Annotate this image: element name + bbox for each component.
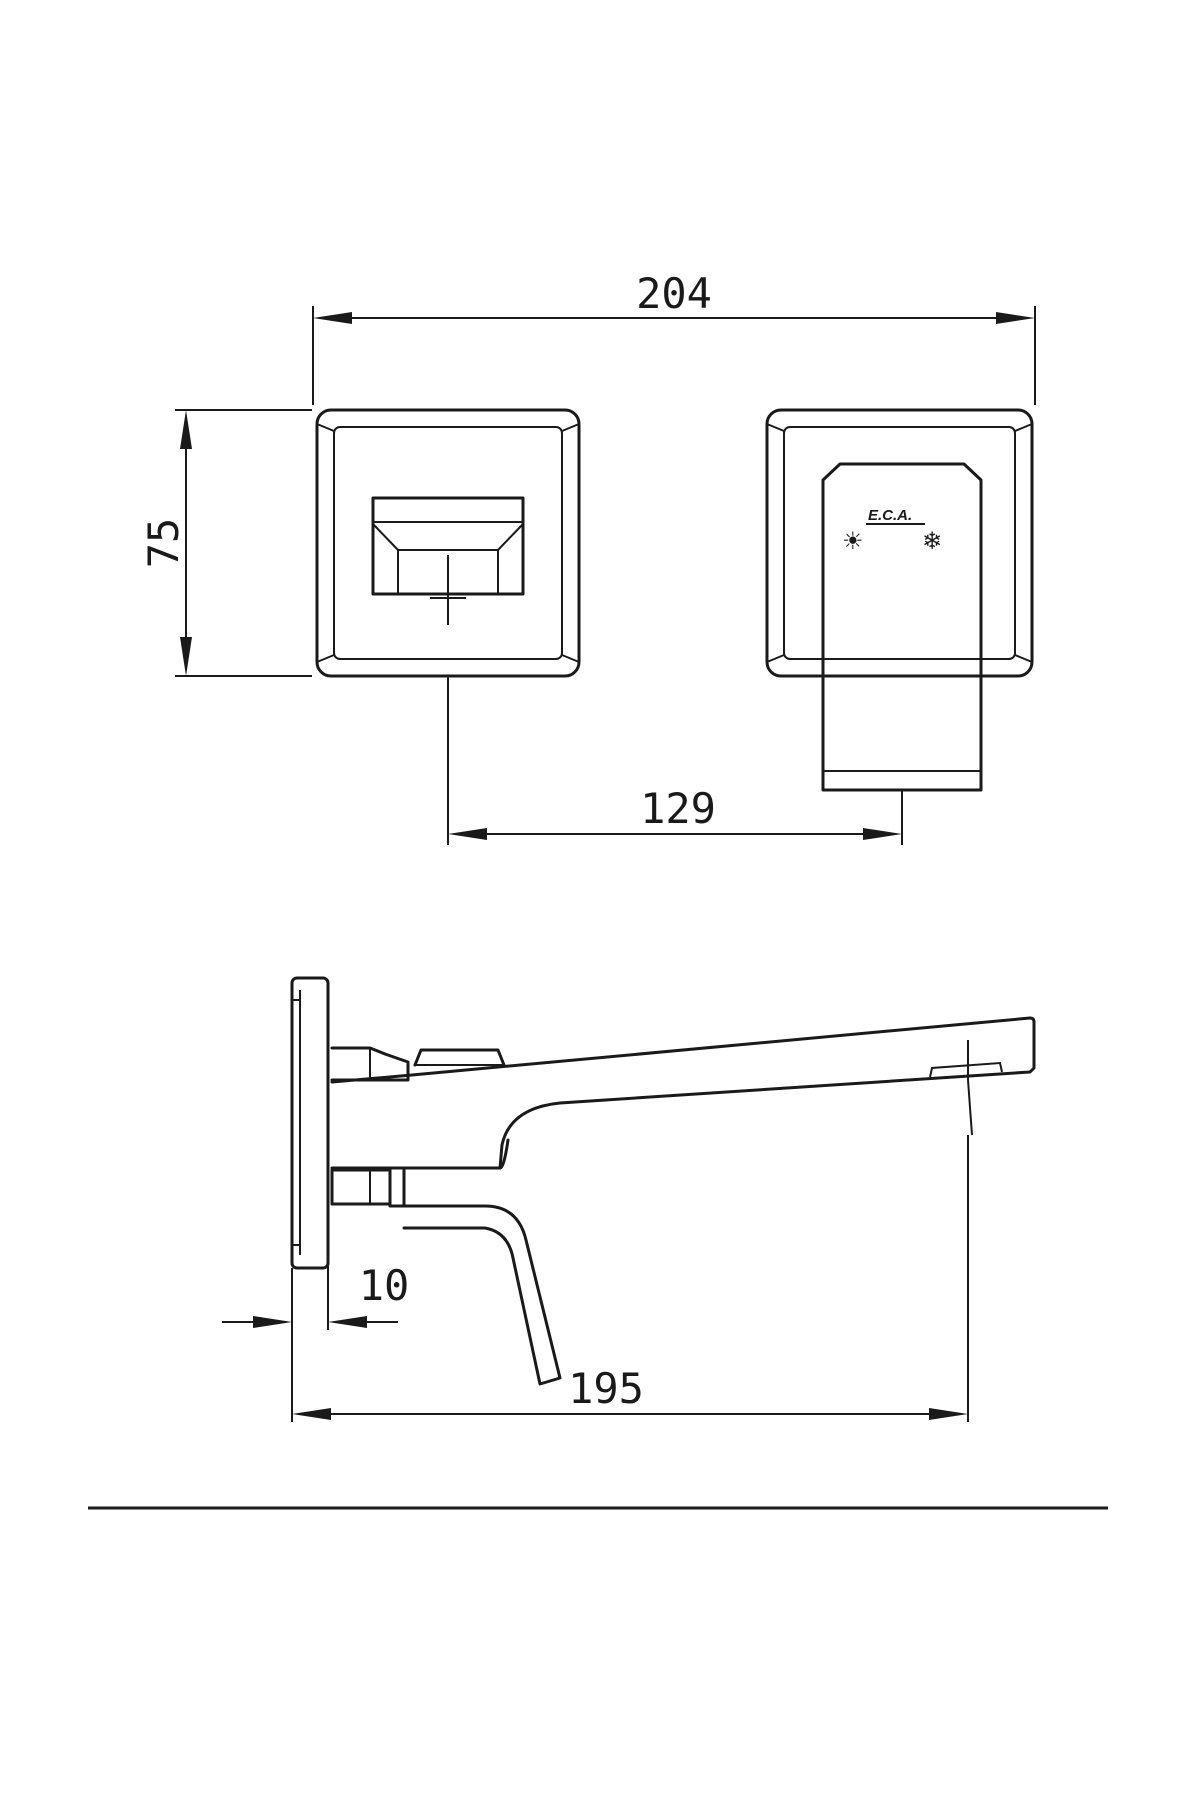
- dimension-label-height: 75: [139, 518, 188, 569]
- front-view: E.C.A. ☀ ❄ 204 75: [139, 269, 1036, 845]
- dimension-plate-thickness: 10: [222, 1210, 409, 1422]
- arrow-icon: [253, 1316, 292, 1328]
- spout-body: [330, 1016, 1036, 1170]
- mixer-lever: [402, 1138, 562, 1386]
- dimension-projection: 195: [292, 1135, 969, 1422]
- arrow-icon: [929, 1408, 968, 1420]
- dimension-label-projection: 195: [568, 1364, 644, 1413]
- right-cover-plate: [765, 408, 1034, 678]
- lower-connector: [330, 1166, 406, 1208]
- brand-logo: E.C.A.: [868, 507, 912, 524]
- snowflake-icon: ❄: [922, 527, 942, 555]
- upper-connector: [330, 1046, 506, 1082]
- dimension-center-distance: 129: [447, 676, 903, 845]
- left-cover-plate: [315, 408, 581, 678]
- arrow-icon: [996, 312, 1035, 324]
- arrow-icon: [863, 828, 902, 840]
- arrow-icon: [180, 637, 192, 676]
- mixer-handle: E.C.A. ☀ ❄: [821, 462, 983, 792]
- dimension-overall-width: 204: [312, 269, 1036, 405]
- side-view: 10 195: [222, 976, 1036, 1422]
- dimension-height: 75: [139, 409, 312, 677]
- sun-icon: ☀: [842, 527, 864, 555]
- dimension-label-thickness: 10: [359, 1261, 410, 1310]
- arrow-icon: [180, 410, 192, 449]
- arrow-icon: [313, 312, 352, 324]
- arrow-icon: [292, 1408, 331, 1420]
- arrow-icon: [448, 828, 487, 840]
- dimension-label-center: 129: [640, 784, 716, 833]
- arrow-icon: [328, 1316, 367, 1328]
- dimension-label-width: 204: [636, 269, 712, 318]
- wall-plate: [290, 976, 330, 1270]
